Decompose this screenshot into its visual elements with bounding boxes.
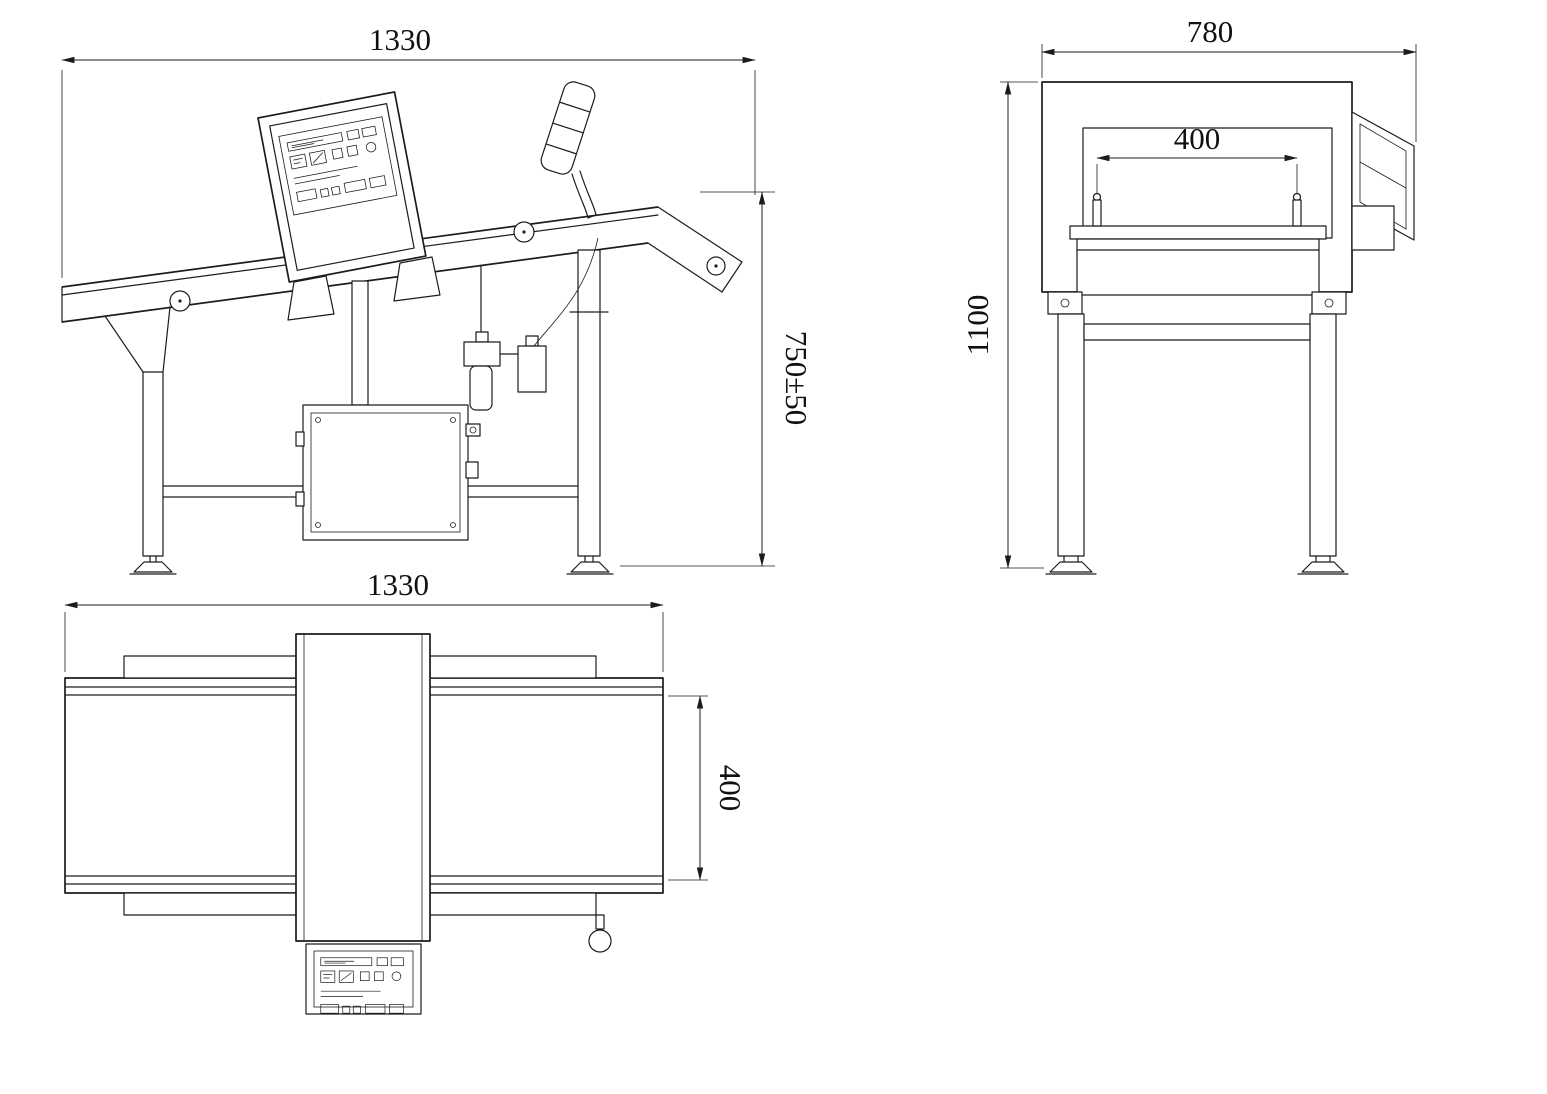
box-gland xyxy=(465,423,481,437)
infeed-guard xyxy=(123,655,297,679)
side-length-label: 1330 xyxy=(369,22,431,57)
front-aperture-dimension: 400 xyxy=(1096,121,1298,198)
top-belt-width-dimension: 400 xyxy=(668,695,748,881)
side-legs xyxy=(104,249,614,575)
filter-bowl xyxy=(469,365,493,411)
box-hinge xyxy=(295,431,305,447)
front-aperture-label: 400 xyxy=(1174,121,1221,156)
light-pole xyxy=(571,170,597,219)
top-detector-head xyxy=(295,633,431,942)
top-caster xyxy=(588,914,612,953)
front-height-label: 1100 xyxy=(960,295,995,356)
guide-rail-post xyxy=(1092,199,1102,227)
front-conveyor-bed xyxy=(1069,192,1327,296)
solenoid-valve xyxy=(517,345,547,393)
side-electrical-box xyxy=(295,280,481,541)
front-height-dimension: 1100 xyxy=(960,81,1044,569)
infeed-guard xyxy=(123,892,297,916)
top-length-label: 1330 xyxy=(367,567,429,602)
box-hinge xyxy=(295,491,305,507)
outfeed-guard xyxy=(429,655,597,679)
box-latch xyxy=(465,461,479,479)
front-width-dimension: 780 xyxy=(1041,14,1417,142)
air-hose xyxy=(533,237,599,347)
top-belt-width-label: 400 xyxy=(713,765,748,812)
outfeed-guard xyxy=(429,892,597,916)
front-side-panel xyxy=(1351,111,1415,251)
side-height-dimension: 750±50 xyxy=(620,191,814,567)
front-view: 780 1100 400 xyxy=(960,14,1417,575)
guide-rail-post xyxy=(1292,199,1302,227)
top-length-dimension: 1330 xyxy=(64,567,664,672)
top-view: 1330 400 xyxy=(64,567,748,1015)
hmi-display xyxy=(278,116,398,216)
front-stand xyxy=(1045,291,1349,575)
panel-mount xyxy=(287,275,335,321)
side-view: 1330 750±50 xyxy=(61,22,814,575)
front-width-label: 780 xyxy=(1187,14,1234,49)
side-height-label: 750±50 xyxy=(779,331,814,426)
panel-mount xyxy=(393,256,441,302)
filter-regulator-head xyxy=(463,341,501,367)
top-control-panel xyxy=(305,943,422,1015)
side-control-panel xyxy=(257,91,441,321)
side-tower-light xyxy=(540,81,597,219)
side-length-dimension: 1330 xyxy=(61,22,756,278)
side-pneumatic-unit xyxy=(463,237,599,411)
